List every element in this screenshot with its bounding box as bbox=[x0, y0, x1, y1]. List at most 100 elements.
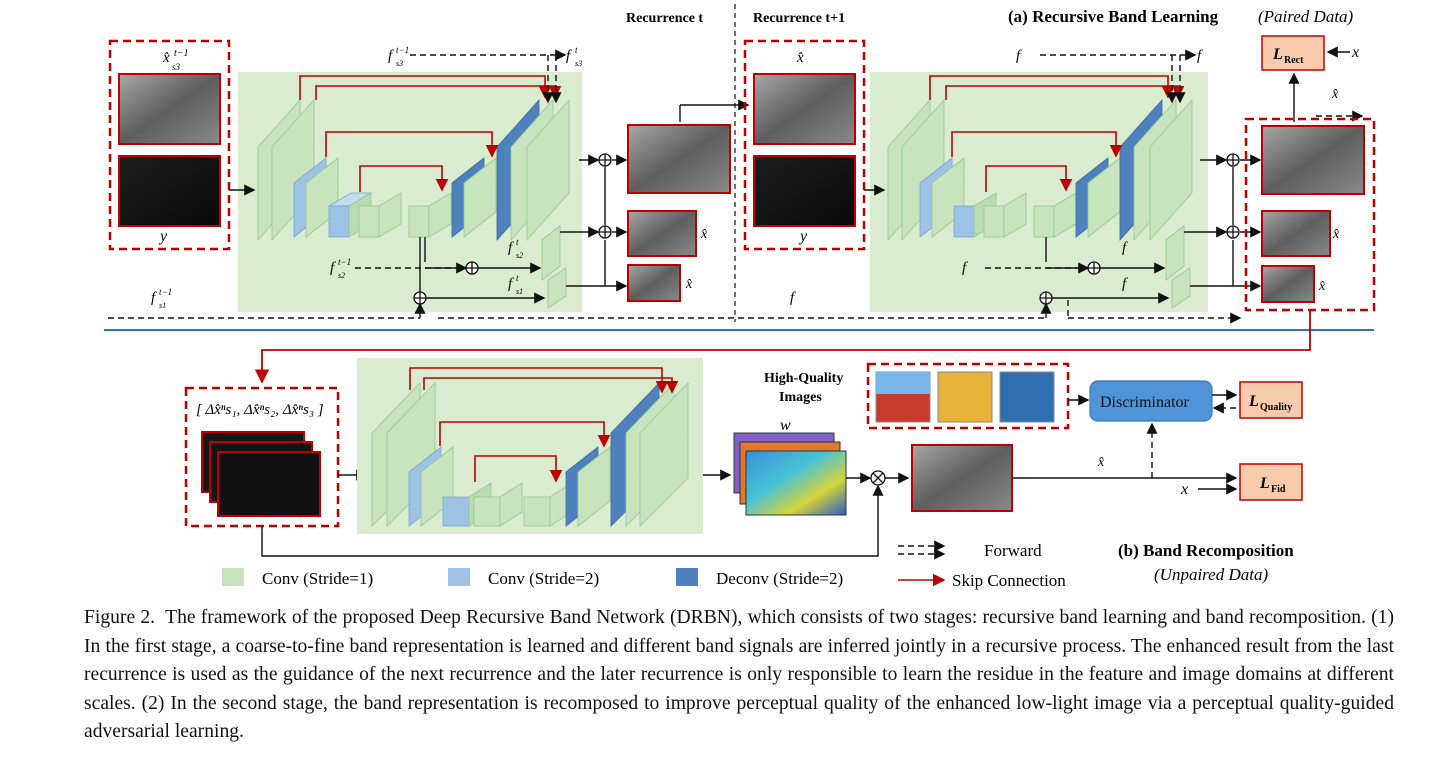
loss-rect-box bbox=[1261, 35, 1325, 71]
svg-text:t: t bbox=[516, 237, 519, 247]
xhat-s2-t1: x̂ bbox=[1332, 227, 1340, 242]
f-s3-t1-label: f bbox=[1197, 48, 1203, 64]
f-s1-t-label: f bbox=[508, 276, 514, 292]
add-nodes-t bbox=[413, 153, 612, 305]
f-s3-t-label: f bbox=[566, 48, 572, 64]
band-to-mul-path bbox=[261, 484, 884, 557]
section-a-title: (a) Recursive Band Learning bbox=[1008, 7, 1219, 26]
xhat-final-label: x̂ bbox=[1097, 455, 1105, 470]
output-s3-image-t1 bbox=[1261, 125, 1365, 195]
svg-text:s1: s1 bbox=[159, 301, 166, 310]
xhat-s3-prev-label: x̂ bbox=[162, 50, 170, 66]
xhat-s3-t-label: x̂ bbox=[796, 50, 804, 66]
f-s1-prev-label: f bbox=[151, 290, 157, 306]
output-s2-image-t bbox=[627, 210, 697, 257]
legend-deconv-swatch bbox=[676, 568, 698, 586]
svg-text:t−1: t−1 bbox=[396, 45, 409, 55]
hq-image-1-sky bbox=[876, 372, 930, 394]
f-s2-t1-label: f bbox=[1122, 240, 1128, 256]
legend-forward-label: Forward bbox=[984, 541, 1042, 560]
skip-connections-b bbox=[409, 367, 679, 483]
forward-arrows-t bbox=[229, 99, 750, 304]
legend-conv2-label: Conv (Stride=2) bbox=[488, 569, 599, 588]
fid-x-label: x bbox=[1180, 481, 1188, 498]
dashed-arrows-t1 bbox=[438, 49, 1364, 324]
final-output-image bbox=[911, 444, 1013, 512]
input-group-box-t1 bbox=[743, 39, 866, 251]
layer-stack-b bbox=[371, 382, 689, 527]
caption-label: Figure 2. bbox=[84, 607, 156, 628]
svg-text:s2: s2 bbox=[516, 251, 523, 260]
stage-transfer-arrow bbox=[254, 310, 1311, 384]
w-map-3 bbox=[745, 450, 847, 516]
add-nodes-t1 bbox=[1039, 153, 1240, 305]
xhat-s1-t1: x̂ bbox=[1318, 279, 1326, 294]
section-b-unpaired: (Unpaired Data) bbox=[1154, 565, 1268, 584]
loss-quality-sub: Quality bbox=[1260, 402, 1292, 413]
sub-s3: s3 bbox=[172, 62, 181, 72]
loss-rect-sub: Rect bbox=[1284, 55, 1304, 66]
recurrence-t1-block: x̂ y bbox=[438, 35, 1376, 324]
loss-quality-L: L bbox=[1248, 393, 1259, 410]
hq-image-3 bbox=[999, 371, 1055, 423]
hq-images-box bbox=[866, 362, 1070, 430]
framework-diagram: x̂ t−1 s3 y bbox=[104, 4, 1376, 590]
band-input-label: [ Δx̂ⁿs₁, Δx̂ⁿs₂, Δx̂ⁿs₃ ] bbox=[196, 402, 324, 418]
f-s2-t-label: f bbox=[508, 240, 514, 256]
output-s1-image-t1 bbox=[1261, 265, 1315, 303]
xhat-s3-t1: x̂ bbox=[1331, 87, 1339, 102]
sup-t-1: t−1 bbox=[174, 48, 189, 59]
hq-image-2 bbox=[937, 371, 993, 423]
f-s2-prev-label: f bbox=[330, 260, 336, 276]
forward-arrows-t1 bbox=[864, 46, 1350, 304]
input-group-box bbox=[108, 39, 231, 251]
multiply-node bbox=[870, 470, 886, 486]
loss-fid-sub: Fid bbox=[1271, 484, 1286, 495]
band-image-3 bbox=[217, 451, 321, 517]
svg-text:s3: s3 bbox=[396, 59, 403, 68]
lowlight-input-image bbox=[118, 155, 221, 227]
guidance-image-t1 bbox=[753, 73, 856, 145]
hq-images-line2: Images bbox=[779, 390, 822, 405]
recurrence-t-block: x̂ t−1 s3 y bbox=[108, 39, 750, 319]
section-a-paired: (Paired Data) bbox=[1258, 7, 1354, 26]
recurrence-t1-label: Recurrence t+1 bbox=[753, 11, 845, 26]
svg-text:t: t bbox=[575, 45, 578, 55]
recurrence-t-label: Recurrence t bbox=[626, 11, 703, 26]
f-s2-t-label-t1: f bbox=[962, 260, 968, 276]
caption-text: The framework of the proposed Deep Recur… bbox=[84, 607, 1395, 742]
legend-conv2-swatch bbox=[448, 568, 470, 586]
w-label: w bbox=[780, 417, 791, 434]
figure-caption: Figure 2. The framework of the proposed … bbox=[84, 604, 1394, 747]
skip-connections-t bbox=[299, 75, 562, 192]
output-s2-image-t1 bbox=[1261, 210, 1331, 257]
input-y-label-t1: y bbox=[798, 228, 808, 245]
loss-fid-L: L bbox=[1259, 475, 1270, 492]
loss-fid-box bbox=[1239, 463, 1303, 501]
svg-text:t: t bbox=[516, 273, 519, 283]
f-s3-prev-label: f bbox=[388, 48, 394, 64]
f-s1-t-label-t1: f bbox=[790, 290, 796, 306]
section-b-title: (b) Band Recomposition bbox=[1118, 541, 1294, 560]
f-s1-t1-label: f bbox=[1122, 276, 1128, 292]
loss-rect-L: L bbox=[1272, 46, 1283, 63]
legend-conv1-label: Conv (Stride=1) bbox=[262, 569, 373, 588]
xhat-s2-t: x̂ bbox=[700, 227, 708, 242]
svg-text:s2: s2 bbox=[338, 271, 345, 280]
legend-skip-label: Skip Connection bbox=[952, 571, 1066, 590]
xhat-s1-t: x̂ bbox=[685, 277, 693, 292]
legend: Conv (Stride=1) Conv (Stride=2) Deconv (… bbox=[222, 540, 1066, 590]
svg-text:s3: s3 bbox=[575, 59, 582, 68]
svg-text:t−1: t−1 bbox=[338, 257, 351, 267]
skip-connections-t1 bbox=[929, 75, 1185, 192]
prev-output-image bbox=[118, 73, 221, 145]
svg-text:t−1: t−1 bbox=[159, 287, 172, 297]
output-s3-image-t bbox=[627, 124, 731, 194]
svg-text:s1: s1 bbox=[516, 287, 523, 296]
discriminator-label: Discriminator bbox=[1100, 394, 1190, 411]
output-s1-image-t bbox=[627, 264, 681, 302]
band-recomposition-block: [ Δx̂ⁿs₁, Δx̂ⁿs₂, Δx̂ⁿs₃ ] bbox=[184, 358, 1303, 584]
input-y-label: y bbox=[158, 228, 168, 245]
layer-stack-t bbox=[257, 98, 570, 309]
hq-images-line1: High-Quality bbox=[764, 371, 843, 386]
